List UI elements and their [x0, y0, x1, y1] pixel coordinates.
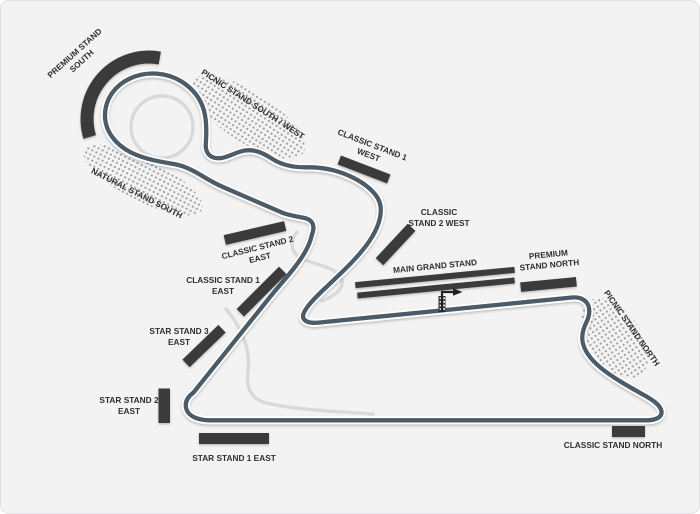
star-stand-2-east-bar[interactable]: [158, 388, 171, 424]
track-casing: [101, 69, 666, 425]
classic-stand-2-west-label: CLASSIC STAND 2 WEST: [408, 207, 469, 228]
svg-text:STAR STAND 2: STAR STAND 2: [99, 395, 159, 405]
premium-stand-north-bar[interactable]: [520, 277, 577, 292]
main-grand-stand-bar-lower[interactable]: [357, 277, 515, 299]
main-grand-stand-bar-upper[interactable]: [355, 266, 515, 289]
start-finish-marker: [438, 288, 463, 312]
classic-stand-1-east-label: CLASSIC STAND 1 EAST: [186, 275, 260, 296]
race-direction-arrow-icon: [440, 290, 454, 310]
svg-text:EAST: EAST: [212, 286, 234, 296]
svg-text:CLASSIC STAND NORTH: CLASSIC STAND NORTH: [564, 440, 663, 450]
star-stand-3-east-bar[interactable]: [182, 324, 226, 368]
classic-stand-north-label: CLASSIC STAND NORTH: [564, 440, 663, 450]
link-road-middle: [290, 230, 344, 303]
star-stand-1-east-label: STAR STAND 1 EAST: [192, 453, 276, 463]
link-roads: [129, 94, 375, 416]
star-stand-1-east-bar[interactable]: [199, 433, 269, 444]
premium-stand-south-bar[interactable]: [80, 50, 161, 139]
premium-stand-north-label: PREMIUM STAND NORTH: [519, 247, 579, 272]
svg-text:STAND 2 WEST: STAND 2 WEST: [408, 218, 469, 228]
svg-text:STAR STAND 3: STAR STAND 3: [149, 326, 209, 336]
classic-stand-1-east-bar[interactable]: [236, 266, 287, 317]
classic-stand-north-bar[interactable]: [612, 426, 645, 437]
picnic-stand-north-area[interactable]: [568, 286, 661, 390]
star-stand-3-east-label: STAR STAND 3 EAST: [149, 326, 209, 347]
track-outline: [102, 71, 664, 423]
track: [101, 69, 666, 425]
link-road-south: [224, 307, 375, 416]
svg-text:CLASSIC: CLASSIC: [421, 207, 457, 217]
svg-text:EAST: EAST: [118, 406, 140, 416]
svg-text:PREMIUM: PREMIUM: [528, 247, 568, 261]
picnic-stand-south-west-area[interactable]: [179, 60, 317, 174]
link-road-loop: [129, 94, 195, 160]
classic-stand-2-east-bar[interactable]: [223, 221, 287, 245]
svg-text:EAST: EAST: [168, 337, 190, 347]
race-direction-arrowhead-icon: [453, 288, 463, 296]
svg-text:CLASSIC STAND 1: CLASSIC STAND 1: [186, 275, 260, 285]
svg-text:STAR STAND 1 EAST: STAR STAND 1 EAST: [192, 453, 276, 463]
natural-stand-south-area[interactable]: [75, 131, 212, 228]
classic-stand-2-west-bar[interactable]: [375, 223, 416, 266]
star-stand-2-east-label: STAR STAND 2 EAST: [99, 395, 159, 416]
classic-stand-1-west-bar[interactable]: [337, 155, 391, 184]
